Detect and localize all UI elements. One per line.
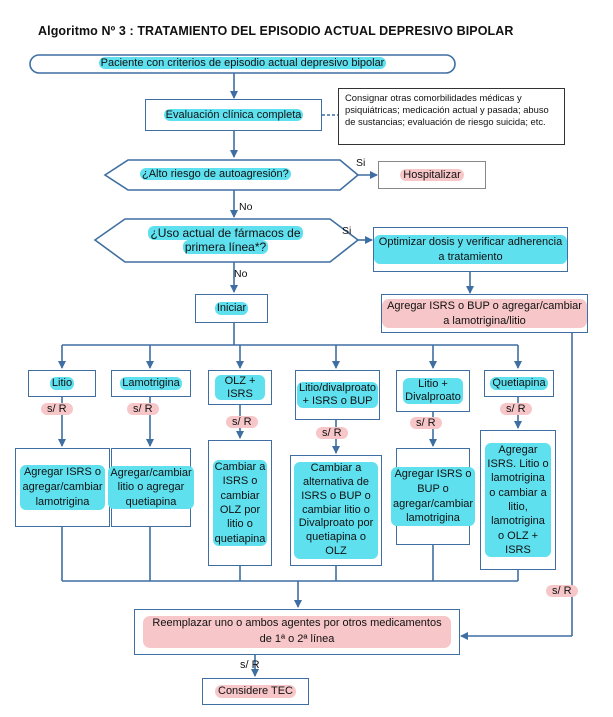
lamotrigina-next-label: Agregar/cambiar litio o agregar quetiapi… bbox=[108, 466, 194, 509]
olz-next-box: Cambiar a ISRS o cambiar OLZ por litio o… bbox=[208, 440, 272, 566]
litio-divalproato-combo-next-box: Agregar ISRS o BUP o agregar/cambiar lam… bbox=[390, 448, 476, 545]
note-label: Consignar otras comorbilidades médicas y… bbox=[345, 92, 549, 127]
litio-divalproato-combo-next-label: Agregar ISRS o BUP o agregar/cambiar lam… bbox=[390, 466, 476, 527]
tec-label: Considere TEC bbox=[215, 685, 296, 698]
optimize-label: Optimizar dosis y verificar adherencia a… bbox=[374, 234, 567, 265]
drugs-question-label: ¿Uso actual de fármacos de primera línea… bbox=[148, 226, 303, 255]
evaluation-label: Evaluación clínica completa bbox=[163, 108, 304, 122]
page-title: Algoritmo Nº 3 : TRATAMIENTO DEL EPISODI… bbox=[38, 24, 514, 38]
add-isrs-box: Agregar ISRS o BUP o agregar/cambiar a l… bbox=[381, 294, 588, 333]
olz-next-label: Cambiar a ISRS o cambiar OLZ por litio o… bbox=[212, 460, 268, 546]
sr-tag-litio: s/ R bbox=[41, 403, 73, 415]
replace-label: Reemplazar uno o ambos agentes por otros… bbox=[143, 616, 451, 648]
evaluation-box: Evaluación clínica completa bbox=[145, 99, 322, 131]
litio-divalproato-combo-label: Litio + Divalproato bbox=[403, 378, 463, 404]
drugs-question-node: ¿Uso actual de fármacos de primera línea… bbox=[133, 226, 318, 255]
hospitalize-box: Hospitalizar bbox=[378, 161, 486, 189]
quetiapina-next-box: Agregar ISRS. Litio o lamotrigina o camb… bbox=[480, 430, 556, 570]
quetiapina-label: Quetiapina bbox=[490, 377, 548, 390]
sr-tag-right: s/ R bbox=[546, 585, 578, 597]
litio-box: Litio bbox=[28, 370, 96, 397]
olz-isrs-label: OLZ + ISRS bbox=[215, 374, 265, 401]
hospitalize-label: Hospitalizar bbox=[400, 168, 464, 182]
litio-divalproato-combo-box: Litio + Divalproato bbox=[396, 370, 470, 412]
drugs-yes-label: Si bbox=[342, 225, 352, 237]
tec-box: Considere TEC bbox=[202, 678, 309, 705]
sr-tag-quetiapina: s/ R bbox=[500, 403, 532, 415]
iniciar-label: Iniciar bbox=[214, 302, 249, 315]
replace-box: Reemplazar uno o ambos agentes por otros… bbox=[134, 609, 460, 655]
litio-next-label: Agregar ISRS o agregar/cambiar lamotrigi… bbox=[20, 465, 105, 510]
olz-isrs-box: OLZ + ISRS bbox=[208, 370, 272, 405]
drugs-no-label: No bbox=[234, 268, 248, 280]
sr-tag-litio-divalproato: s/ R bbox=[316, 427, 348, 439]
risk-question-node: ¿Alto riesgo de autoagresión? bbox=[140, 168, 291, 180]
risk-yes-label: Si bbox=[356, 157, 366, 169]
litio-divalproato-next-box: Cambiar a alternativa de ISRS o BUP o ca… bbox=[290, 455, 382, 566]
sr-tag-olz: s/ R bbox=[226, 416, 258, 428]
iniciar-box: Iniciar bbox=[195, 294, 268, 323]
sr-tag-bottom: s/ R bbox=[240, 659, 260, 671]
risk-question-label: ¿Alto riesgo de autoagresión? bbox=[140, 168, 291, 180]
quetiapina-next-label: Agregar ISRS. Litio o lamotrigina o camb… bbox=[485, 442, 551, 558]
sr-tag-litio-divalproato-combo: s/ R bbox=[410, 417, 442, 429]
optimize-box: Optimizar dosis y verificar adherencia a… bbox=[373, 227, 568, 272]
litio-divalproato-next-label: Cambiar a alternativa de ISRS o BUP o ca… bbox=[294, 462, 378, 559]
litio-next-box: Agregar ISRS o agregar/cambiar lamotrigi… bbox=[15, 448, 110, 527]
start-label: Paciente con criterios de episodio actua… bbox=[98, 57, 387, 69]
add-isrs-label: Agregar ISRS o BUP o agregar/cambiar a l… bbox=[382, 298, 587, 329]
quetiapina-box: Quetiapina bbox=[484, 370, 554, 397]
lamotrigina-next-box: Agregar/cambiar litio o agregar quetiapi… bbox=[108, 448, 194, 527]
risk-no-label: No bbox=[239, 201, 253, 213]
start-node: Paciente con criterios de episodio actua… bbox=[0, 57, 485, 69]
comorbidities-note: Consignar otras comorbilidades médicas y… bbox=[338, 88, 565, 145]
sr-tag-lamotrigina: s/ R bbox=[127, 403, 159, 415]
litio-divalproato-label: Litio/divalproato + ISRS o BUP bbox=[296, 382, 379, 408]
lamotrigina-label: Lamotrigina bbox=[120, 377, 182, 390]
litio-label: Litio bbox=[49, 377, 75, 390]
lamotrigina-box: Lamotrigina bbox=[111, 370, 191, 397]
litio-divalproato-box: Litio/divalproato + ISRS o BUP bbox=[295, 370, 380, 420]
